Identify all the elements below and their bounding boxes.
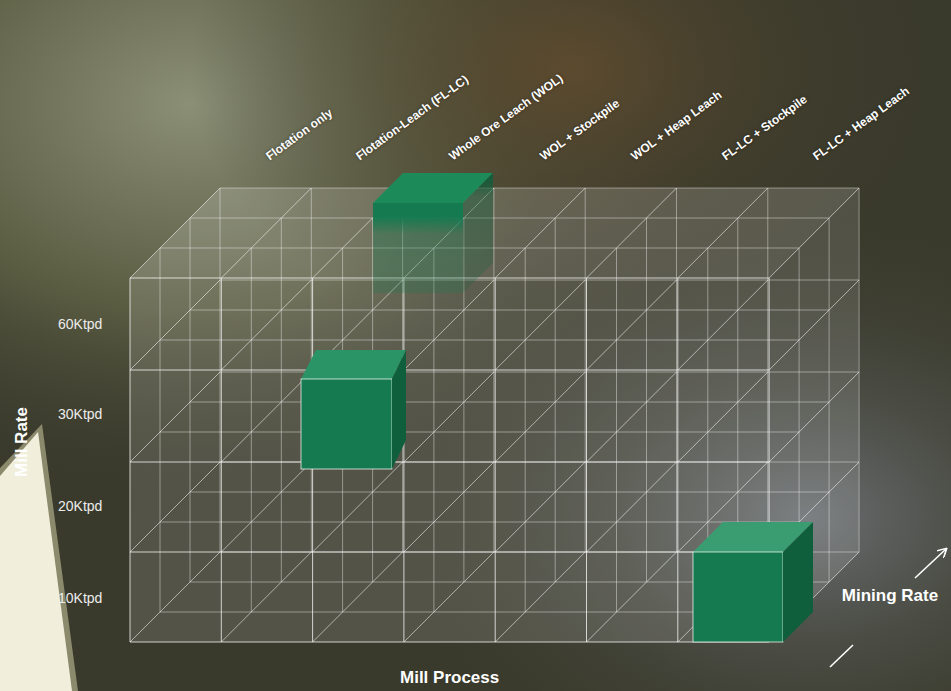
- cube-front: [301, 379, 392, 469]
- grid-line: [495, 280, 585, 370]
- grid-line: [677, 278, 678, 642]
- grid-line: [130, 188, 220, 278]
- grid-line: [495, 188, 585, 278]
- cube-top: [301, 350, 406, 379]
- highlight-cube: [373, 173, 493, 293]
- grid-line: [646, 218, 647, 582]
- grid-line: [495, 278, 496, 642]
- grid-line: [587, 372, 677, 462]
- grid-line: [221, 462, 311, 552]
- grid-line: [769, 280, 859, 370]
- grid-line: [495, 552, 585, 642]
- grid-line: [859, 188, 860, 552]
- grid-line: [404, 552, 494, 642]
- cube-front: [693, 552, 783, 642]
- grid-line: [616, 248, 617, 612]
- grid-line: [404, 462, 494, 552]
- grid-line: [130, 552, 769, 553]
- grid-line: [221, 280, 311, 370]
- grid-line: [251, 248, 252, 612]
- grid-line: [130, 372, 220, 462]
- grid-line: [281, 218, 282, 582]
- grid-line: [221, 278, 222, 642]
- axis-arrow: [915, 549, 946, 578]
- cube-side: [783, 522, 813, 642]
- grid-line: [769, 372, 859, 462]
- grid-line: [130, 370, 769, 371]
- grid-line: [130, 642, 769, 643]
- grid-top-face: [130, 188, 859, 278]
- axis-title: Mill Rate: [11, 407, 33, 477]
- grid-line: [313, 552, 403, 642]
- grid-line: [678, 280, 768, 370]
- grid-line: [130, 552, 220, 642]
- grid-line: [160, 522, 799, 523]
- grid-line: [130, 462, 220, 552]
- mill-rate-tick: 60Ktpd: [58, 315, 102, 333]
- highlight-cube: [301, 350, 406, 469]
- grid-line: [221, 188, 311, 278]
- grid-line: [190, 402, 829, 403]
- corner-panel: [0, 432, 72, 691]
- grid-line: [313, 462, 403, 552]
- grid-line: [130, 280, 220, 370]
- grid-line: [495, 462, 585, 552]
- grid-line: [221, 552, 311, 642]
- grid: [130, 188, 859, 642]
- grid-line: [586, 278, 587, 642]
- grid-line: [130, 278, 131, 642]
- mill-rate-tick: 20Ktpd: [58, 497, 102, 515]
- grid-line: [130, 462, 769, 463]
- cube-side: [392, 350, 406, 469]
- grid-line: [555, 218, 556, 582]
- mill-rate-tick: 30Ktpd: [58, 405, 102, 423]
- highlight-cube: [693, 522, 813, 642]
- grid-line: [220, 188, 859, 189]
- grid-line: [495, 372, 585, 462]
- corner-panel-edge: [0, 424, 78, 691]
- grid-line: [587, 462, 677, 552]
- grid-line: [190, 218, 829, 219]
- grid-line: [190, 218, 191, 582]
- cube-front: [373, 203, 463, 293]
- grid-line: [160, 340, 799, 341]
- grid-line: [769, 188, 859, 278]
- grid-line: [587, 552, 677, 642]
- grid-line: [403, 278, 404, 642]
- grid-line: [587, 280, 677, 370]
- grid-front-face: [130, 278, 769, 642]
- axis-title: Mining Rate: [840, 582, 940, 609]
- axis-title: Mill Process: [400, 667, 499, 689]
- grid-line: [190, 310, 829, 311]
- grid-line: [678, 188, 768, 278]
- grid-line: [220, 280, 859, 281]
- cube-side: [463, 173, 493, 293]
- grid-line: [190, 492, 829, 493]
- grid-line: [433, 248, 434, 612]
- grid-line: [829, 218, 830, 582]
- grid-line: [587, 188, 677, 278]
- grid-line: [160, 248, 161, 612]
- grid-line: [221, 372, 311, 462]
- grid-line: [160, 432, 799, 433]
- mill-rate-tick: 10Ktpd: [58, 589, 102, 607]
- grid-line: [525, 248, 526, 612]
- axis-line: [830, 645, 853, 667]
- grid-line: [678, 372, 768, 462]
- grid-line: [404, 372, 494, 462]
- grid-line: [404, 280, 494, 370]
